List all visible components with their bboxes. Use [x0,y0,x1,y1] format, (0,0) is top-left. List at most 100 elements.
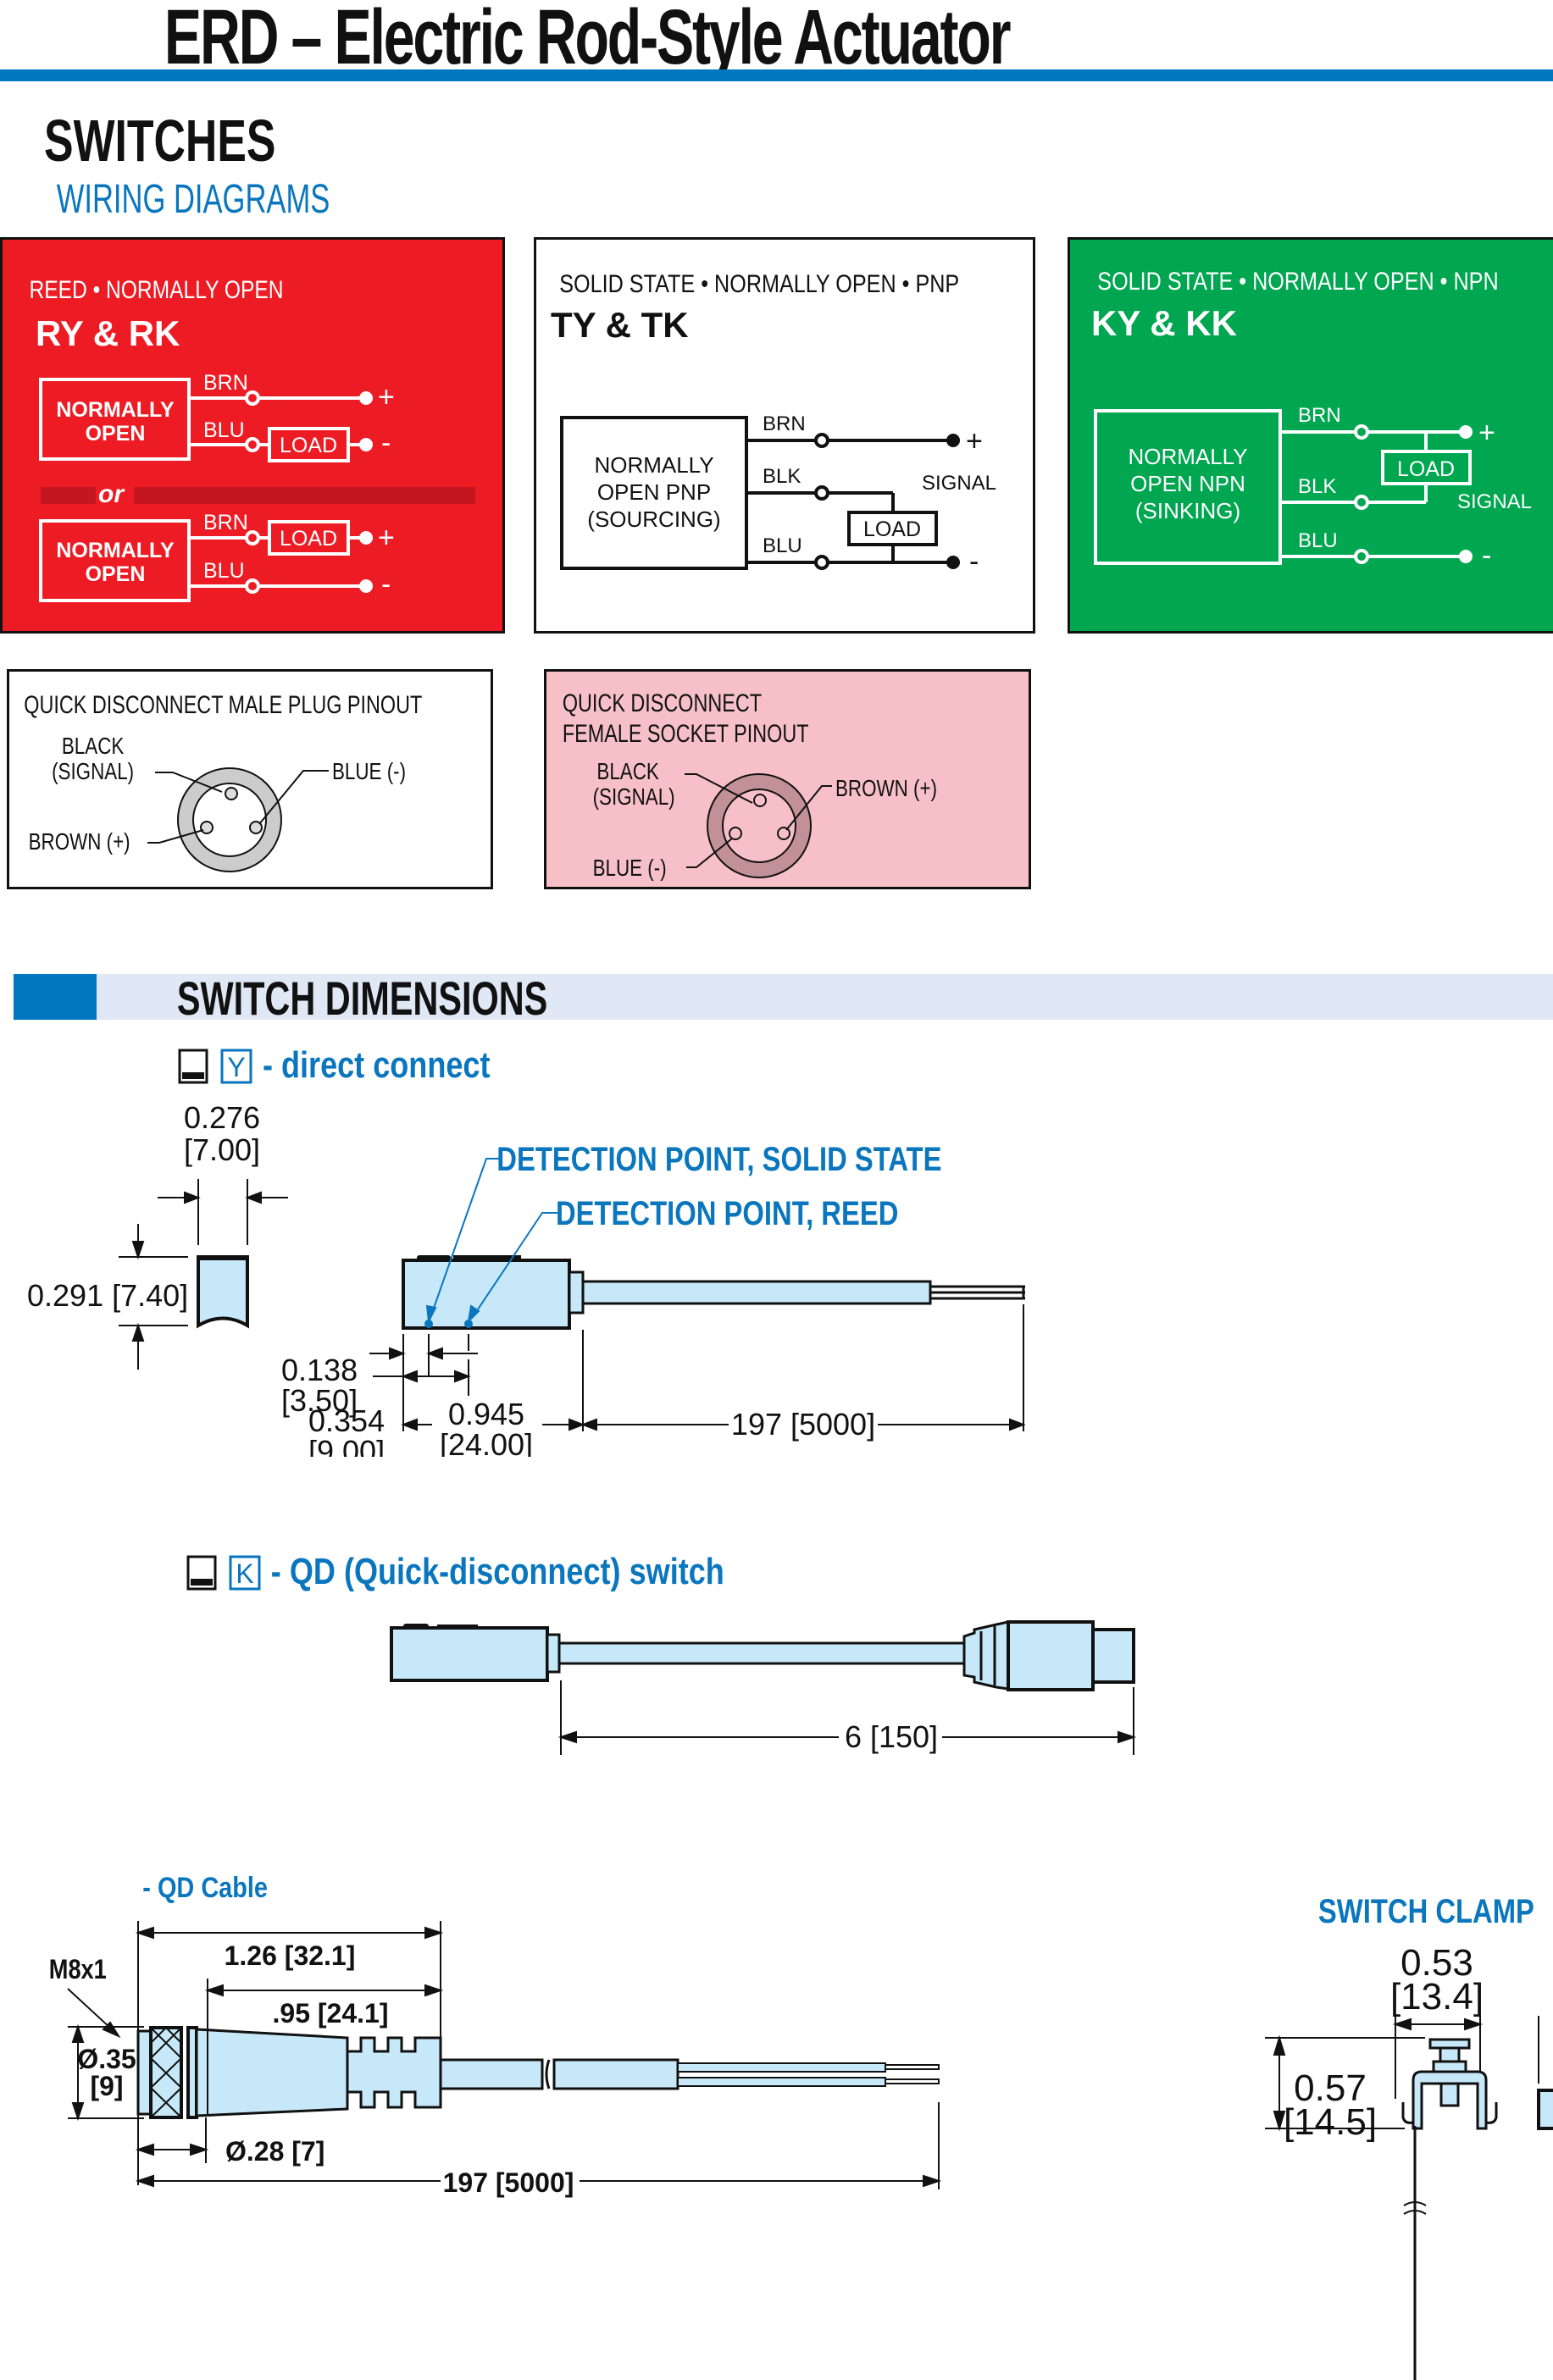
svg-text:[9.00]: [9.00] [308,1434,385,1457]
male-plug-pinout: QUICK DISCONNECT MALE PLUG PINOUT BLACK … [7,669,493,889]
pnp-title: TY & TK [551,305,689,345]
title-rule [0,69,1553,81]
svg-text:0.945: 0.945 [448,1397,524,1431]
svg-text:K: K [236,1558,253,1589]
npn-subtitle: SOLID STATE • NORMALLY OPEN • NPN [1097,267,1498,296]
code-box-y [220,1049,252,1084]
svg-text:0.354: 0.354 [308,1403,385,1438]
svg-text:BLU: BLU [763,534,802,557]
svg-text:1.26 [32.1]: 1.26 [32.1] [225,1940,356,1971]
switch-clamp-heading: SWITCH CLAMP [1318,1892,1534,1930]
svg-text:NORMALLY: NORMALLY [594,452,713,478]
load-label: LOAD [280,434,337,457]
page-title: ERD – Electric Rod-Style Actuator [164,0,1012,80]
svg-text:0.53: 0.53 [1400,1942,1473,1984]
svg-text:+: + [966,425,983,457]
reed-panel [0,237,505,634]
pin-blue [249,821,263,834]
qd-cable-heading: - QD Cable [142,1871,268,1904]
svg-text:BROWN (+): BROWN (+) [835,776,937,802]
svg-text:BRN: BRN [203,511,248,534]
svg-text:[14.5]: [14.5] [1284,2101,1377,2143]
signal-label: SIGNAL [922,472,996,495]
svg-text:Ø.28 [7]: Ø.28 [7] [225,2136,324,2167]
svg-text:BLU: BLU [203,559,245,583]
svg-text:BLACK: BLACK [62,733,125,760]
svg-text:[9]: [9] [90,2071,123,2101]
svg-text:197 [5000]: 197 [5000] [443,2167,574,2198]
svg-text:0.57: 0.57 [1294,2067,1367,2109]
svg-text:BLK: BLK [1298,475,1336,498]
direct-connect-drawing: Y - direct connect 0.276 [7.00] 0.291 [7… [27,1044,1026,1457]
svg-text:0.291 [7.40]: 0.291 [7.40] [27,1278,188,1313]
svg-text:Ø.35: Ø.35 [77,2044,136,2074]
svg-text:BLUE (-): BLUE (-) [593,855,667,882]
svg-text:NORMALLY: NORMALLY [1128,444,1247,469]
svg-text:0.276: 0.276 [184,1100,260,1135]
wire-label-brn: BRN [203,371,248,395]
qd-switch-drawing: K - QD (Quick-disconnect) switch 6 [150] [186,1551,1137,1755]
detection-reed-label: DETECTION POINT, REED [556,1194,898,1232]
female-pinout-title-1: QUICK DISCONNECT [563,689,762,717]
detection-point-reed [464,1320,473,1328]
qd-lead-length: 6 [150] [845,1719,938,1754]
svg-text:BLU: BLU [1298,529,1338,552]
section-bar-accent [14,974,97,1020]
svg-text:-: - [969,545,979,578]
male-pinout-title: QUICK DISCONNECT MALE PLUG PINOUT [24,690,422,718]
svg-text:[24.00]: [24.00] [440,1427,533,1457]
npn-panel [1068,237,1553,634]
pnp-wiring-diagram: SOLID STATE • NORMALLY OPEN • PNP TY & T… [534,237,1035,634]
svg-text:OPEN: OPEN [86,562,146,586]
svg-text:-: - [381,568,391,601]
svg-text:NORMALLY: NORMALLY [56,539,175,562]
svg-text:+: + [378,381,395,413]
svg-text:+: + [378,522,395,554]
svg-text:OPEN: OPEN [86,422,146,446]
section-title: SWITCHES [44,108,276,174]
reed-wiring-diagram: REED • NORMALLY OPEN RY & RK NORMALLY OP… [0,237,505,634]
svg-text:0.138: 0.138 [281,1353,358,1387]
svg-text:BLACK: BLACK [596,759,659,785]
or-separator: or [98,480,125,508]
npn-wiring-diagram: SOLID STATE • NORMALLY OPEN • NPN KY & K… [1068,237,1553,634]
qd-cable-drawing: - QD Cable M8x1 1.26 [32.1] .95 [24.1] Ø… [49,1871,942,2198]
svg-text:BROWN (+): BROWN (+) [29,829,130,855]
npn-title: KY & KK [1091,303,1237,343]
checkbox-icon[interactable] [178,1049,208,1084]
qd-switch-heading: - QD (Quick-disconnect) switch [271,1551,724,1592]
reed-subtitle: REED • NORMALLY OPEN [29,275,283,304]
svg-text:[3.50]: [3.50] [281,1383,358,1418]
svg-text:BLK: BLK [763,465,801,488]
svg-text:.95 [24.1]: .95 [24.1] [273,1998,389,2029]
svg-text:[13.4]: [13.4] [1390,1976,1484,2017]
svg-text:LOAD: LOAD [280,527,337,551]
svg-text:(SIGNAL): (SIGNAL) [52,759,134,785]
svg-text:[7.00]: [7.00] [184,1132,260,1167]
svg-text:+: + [1478,417,1495,449]
svg-text:(SINKING): (SINKING) [1135,498,1240,523]
svg-text:(SIGNAL): (SIGNAL) [593,784,675,811]
thread-label: M8x1 [49,1955,107,1985]
direct-connect-heading: - direct connect [263,1044,491,1086]
svg-text:BLUE (-): BLUE (-) [332,759,406,785]
reed-title: RY & RK [36,313,180,353]
svg-text:NORMALLY: NORMALLY [56,398,175,422]
pin-signal [225,787,238,800]
section-subtitle: WIRING DIAGRAMS [56,177,330,222]
female-socket-pinout: QUICK DISCONNECT FEMALE SOCKET PINOUT BL… [544,669,1031,889]
detection-solid-label: DETECTION POINT, SOLID STATE [496,1140,941,1178]
svg-text:(SOURCING): (SOURCING) [587,506,720,532]
female-pinout-title-2: FEMALE SOCKET PINOUT [563,719,809,747]
signal-label: SIGNAL [1457,490,1532,513]
svg-text:OPEN NPN: OPEN NPN [1130,471,1245,496]
pnp-subtitle: SOLID STATE • NORMALLY OPEN • PNP [559,269,959,298]
switch-dimensions-title: SWITCH DIMENSIONS [176,971,548,1025]
svg-text:Y: Y [227,1052,245,1082]
svg-text:LOAD: LOAD [1397,457,1455,481]
svg-text:LOAD: LOAD [863,518,921,541]
checkbox-icon[interactable] [186,1555,217,1591]
svg-text:BRN: BRN [1298,404,1341,427]
svg-text:BRN: BRN [763,412,806,435]
detection-point-solid-state [424,1320,433,1328]
